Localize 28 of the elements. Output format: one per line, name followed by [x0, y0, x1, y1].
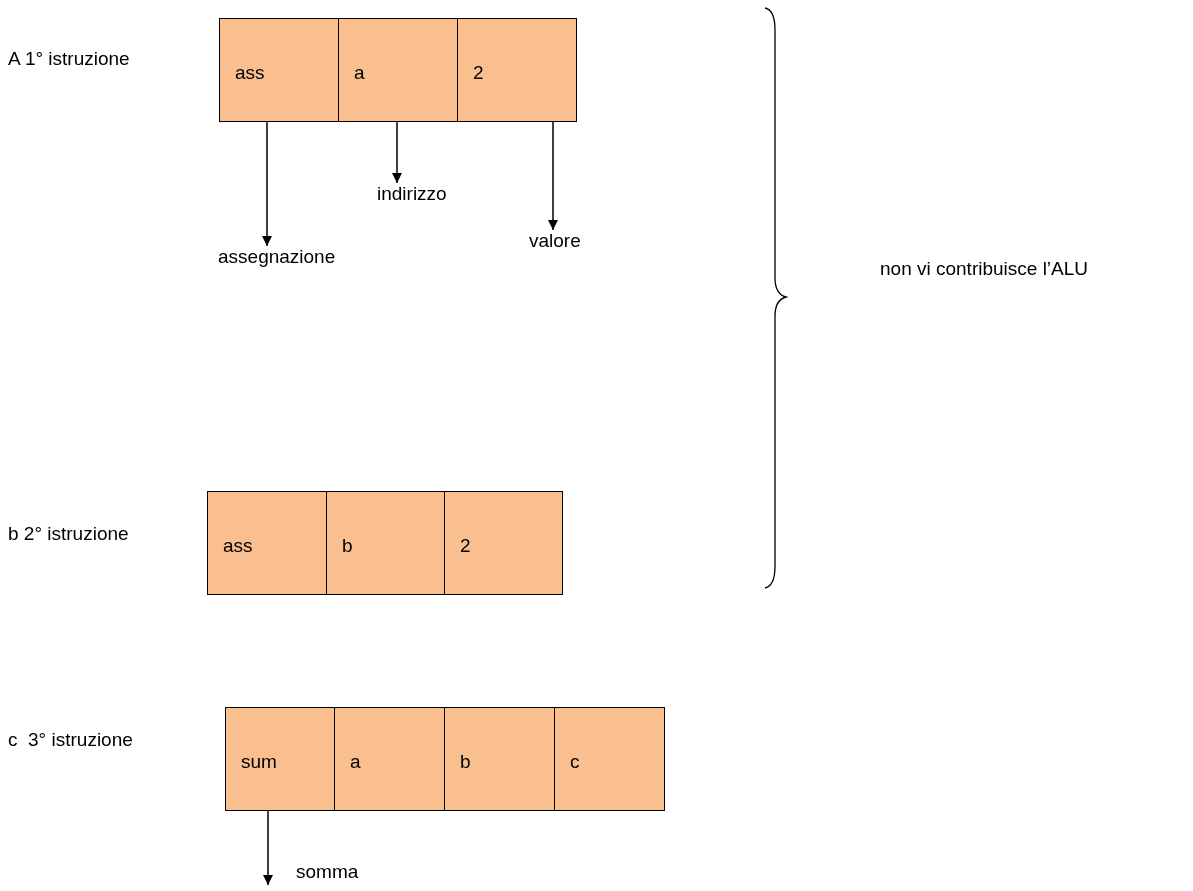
- text-label: c 3° istruzione: [8, 729, 133, 751]
- cell-text: 2: [460, 535, 471, 557]
- instruction-field-cell: [326, 491, 445, 595]
- cell-text: c: [570, 751, 580, 773]
- text-label: indirizzo: [377, 183, 479, 209]
- text-label: non vi contribuisce l’ALU: [880, 258, 1089, 280]
- cell-text: a: [354, 62, 365, 84]
- cell-text: ass: [235, 62, 265, 84]
- instruction-field-cell: [338, 18, 458, 122]
- edge-label: somma: [296, 861, 359, 883]
- text-label: assegnazione: [218, 246, 382, 272]
- cell-text: a: [350, 751, 361, 773]
- instruction-field-cell: [219, 18, 339, 122]
- instruction-field-cell: [334, 707, 445, 811]
- instruction-field-cell: [457, 18, 577, 122]
- instruction-field-cell: [225, 707, 335, 811]
- instruction-field-cell: [444, 491, 563, 595]
- instruction-field-cell: [444, 707, 555, 811]
- cell-text: 2: [473, 62, 484, 84]
- instruction-field-cell: [554, 707, 665, 811]
- cell-text: b: [342, 535, 353, 557]
- text-label: b 2° istruzione: [8, 523, 129, 545]
- cell-text: sum: [241, 751, 277, 773]
- text-label: valore: [529, 230, 605, 256]
- text-label: A 1° istruzione: [8, 48, 130, 70]
- cell-text: b: [460, 751, 471, 773]
- instruction-field-cell: [207, 491, 327, 595]
- cell-text: ass: [223, 535, 253, 557]
